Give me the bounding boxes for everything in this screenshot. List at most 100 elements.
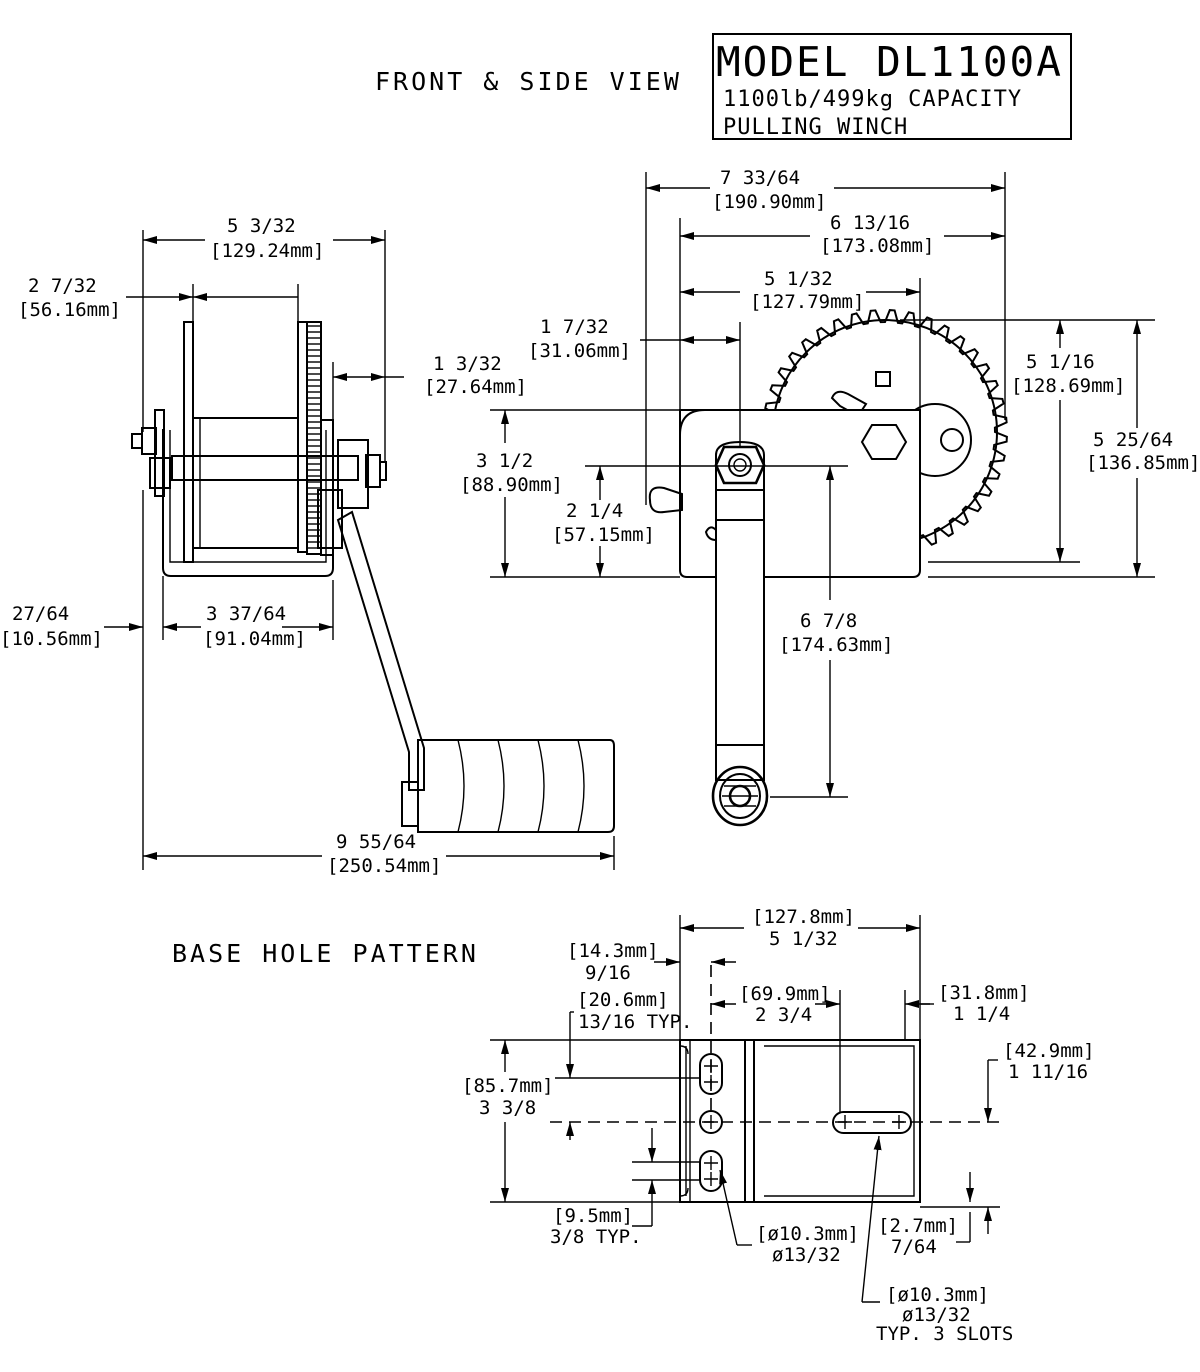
dim-handle-length-in: 6 7/8 xyxy=(800,610,857,632)
dim-overall-top-mm: [129.24mm] xyxy=(210,240,324,262)
base-frame-plate xyxy=(744,1039,755,1203)
dim-slot-length-mm: [9.5mm] xyxy=(553,1205,633,1227)
side-base-channel xyxy=(162,429,334,577)
dim-base-offset-mm: [10.56mm] xyxy=(0,628,103,650)
dim-flange-mm: [2.7mm] xyxy=(878,1215,958,1237)
crank-hub xyxy=(337,439,369,509)
dim-slot-depth-mm: [42.9mm] xyxy=(1003,1040,1095,1062)
crank-arm-bands xyxy=(715,489,765,746)
leader-line xyxy=(719,1169,738,1246)
drum-body xyxy=(192,417,299,549)
handle-end-ribs xyxy=(722,785,758,807)
left-drum-flange xyxy=(183,321,194,563)
model-type: PULLING WINCH xyxy=(723,115,908,140)
title-block-frame xyxy=(712,33,1072,140)
base-hole-pattern-view: [127.8mm] 5 1/32 [14.3mm] 9/16 [69.9mm] … xyxy=(462,906,1095,1345)
dim-slot-dia-note: TYP. 3 SLOTS xyxy=(876,1323,1013,1345)
side-view: 5 3/32 [129.24mm] 2 7/32 [56.16mm] 1 3/3… xyxy=(0,215,615,877)
front-view: 7 33/64 [190.90mm] 6 13/16 [173.08mm] 5 … xyxy=(460,167,1200,827)
dim-drum-width-in: 2 7/32 xyxy=(28,275,97,297)
left-nut xyxy=(141,427,157,455)
handle-grip-ridges xyxy=(457,739,585,833)
dim-drum-width-mm: [56.16mm] xyxy=(18,299,121,321)
dim-slot-dia-in: ø13/32 xyxy=(902,1304,971,1326)
dim-base-overall-mm: [127.8mm] xyxy=(752,906,855,928)
dim-slot-depth-in: 1 11/16 xyxy=(1008,1061,1088,1083)
title-block: MODEL DL1100A 1100lb/499kg CAPACITY PULL… xyxy=(712,33,1072,140)
frame-plate xyxy=(320,419,334,556)
dim-handle-length-mm: [174.63mm] xyxy=(779,634,893,656)
release-lever xyxy=(648,486,683,514)
dim-hole-dia-mm: [ø10.3mm] xyxy=(756,1223,859,1245)
dim-shaft-ext-mm: [27.64mm] xyxy=(424,376,527,398)
dim-edge-slots-in: 13/16 TYP. xyxy=(578,1011,692,1033)
dim-frame-height-mm: [88.90mm] xyxy=(460,474,563,496)
dim-overall-height-in: 5 25/64 xyxy=(1093,429,1173,451)
base-inner-outline xyxy=(764,1045,915,1197)
crank-arm xyxy=(336,510,425,791)
dim-base-offset-in: 27/64 xyxy=(12,603,69,625)
right-drum-flange xyxy=(297,321,308,553)
crank-nut-core xyxy=(733,458,747,472)
dim-flange-in: 7/64 xyxy=(891,1236,937,1258)
dim-hole-slot-in: 2 3/4 xyxy=(755,1004,812,1026)
dim-base-width-in: 3 37/64 xyxy=(206,603,286,625)
model-capacity: 1100lb/499kg CAPACITY xyxy=(723,87,1022,112)
dim-base-overall-in: 5 1/32 xyxy=(769,928,838,950)
dim-base-depth-in: 3 3/8 xyxy=(479,1097,536,1119)
front-side-view-heading: FRONT & SIDE VIEW xyxy=(375,67,682,96)
handle-end-cap xyxy=(711,765,769,827)
dim-overall-top-in: 5 3/32 xyxy=(227,215,296,237)
dim-shaft-ext-in: 1 3/32 xyxy=(433,353,502,375)
handle-grip xyxy=(417,739,615,833)
dim-hole-dia-in: ø13/32 xyxy=(772,1244,841,1266)
dim-frame-gear-mm: [173.08mm] xyxy=(820,235,934,257)
dim-shaft-height-in: 2 1/4 xyxy=(566,500,623,522)
base-flange-edge xyxy=(685,1040,691,1202)
dim-slot-edge-in: 1 1/4 xyxy=(953,1003,1010,1025)
left-shaft-nut xyxy=(149,457,171,489)
right-shaft-end xyxy=(379,461,387,481)
dim-overall-width-mm: [190.90mm] xyxy=(712,191,826,213)
dim-overall-width-in: 7 33/64 xyxy=(720,167,800,189)
dim-base-length-mm: [127.79mm] xyxy=(750,291,864,313)
dim-shaft-height-mm: [57.15mm] xyxy=(552,524,655,546)
dim-frame-gear-in: 6 13/16 xyxy=(830,212,910,234)
side-base-inner xyxy=(169,430,327,563)
dim-slot-dia-mm: [ø10.3mm] xyxy=(886,1284,989,1306)
dim-slot-edge-mm: [31.8mm] xyxy=(938,982,1030,1004)
hex-nut xyxy=(860,424,908,460)
dim-overall-bottom-in: 9 55/64 xyxy=(336,831,416,853)
dim-base-length-in: 5 1/32 xyxy=(764,268,833,290)
gear-hole xyxy=(940,428,964,452)
dim-gear-height-in: 5 1/16 xyxy=(1026,351,1095,373)
dim-shaft-offset-mm: [31.06mm] xyxy=(528,340,631,362)
dim-overall-height-mm: [136.85mm] xyxy=(1086,452,1200,474)
dim-base-width-mm: [91.04mm] xyxy=(203,628,306,650)
model-name: MODEL DL1100A xyxy=(716,38,1063,86)
gear-square-mark xyxy=(875,371,891,387)
handle-end-ring xyxy=(719,773,761,819)
dim-frame-height-in: 3 1/2 xyxy=(476,450,533,472)
frame-corner xyxy=(678,408,707,437)
base-hole-pattern-heading: BASE HOLE PATTERN xyxy=(172,939,479,968)
base-plate-outline xyxy=(679,1039,921,1203)
dim-overall-bottom-mm: [250.54mm] xyxy=(327,855,441,877)
dim-edge-holes-in: 9/16 xyxy=(585,962,631,984)
ratchet-pawl xyxy=(317,489,343,549)
dim-edge-holes-mm: [14.3mm] xyxy=(567,940,659,962)
dim-gear-height-mm: [128.69mm] xyxy=(1011,375,1125,397)
side-gear-teeth xyxy=(307,325,321,549)
crank-nut-bore xyxy=(728,453,752,477)
base-flange-corners xyxy=(679,1045,689,1197)
dim-edge-slots-mm: [20.6mm] xyxy=(577,989,669,1011)
leader-line xyxy=(861,1135,882,1303)
dim-shaft-offset-in: 1 7/32 xyxy=(540,316,609,338)
left-bolt-end xyxy=(131,433,143,449)
dim-slot-length-in: 3/8 TYP. xyxy=(550,1226,642,1248)
main-shaft xyxy=(171,455,359,481)
base-slot-top xyxy=(699,1053,723,1095)
dim-base-depth-mm: [85.7mm] xyxy=(462,1075,554,1097)
dim-hole-slot-mm: [69.9mm] xyxy=(739,983,831,1005)
